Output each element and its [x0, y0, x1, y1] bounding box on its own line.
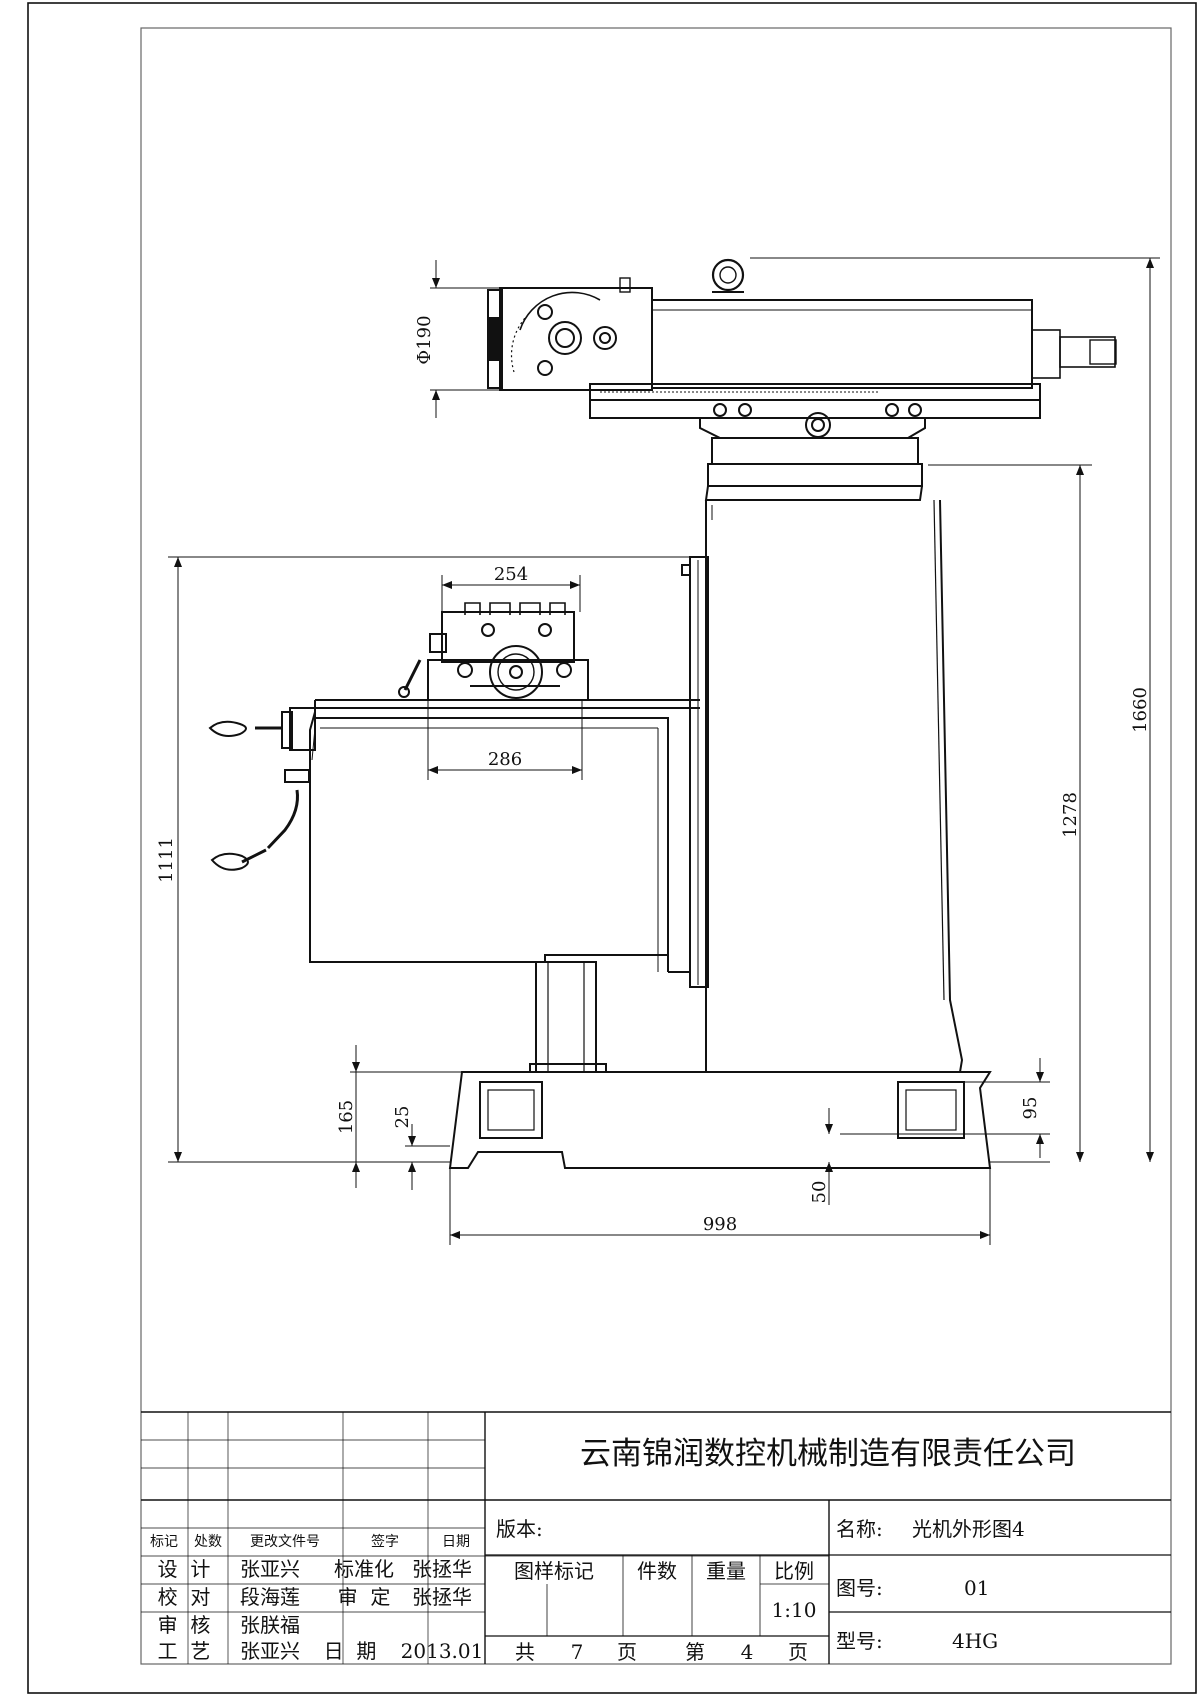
name-value: 光机外形图4	[912, 1517, 1025, 1541]
weight-label: 重量	[706, 1559, 746, 1583]
dim-diameter-190: Φ190	[414, 315, 435, 364]
rev-header-date: 日期	[442, 1534, 470, 1550]
review-label: 审 核	[158, 1613, 211, 1637]
total-label: 共	[515, 1640, 535, 1664]
inner-frame	[140, 27, 1172, 1665]
check-label: 校 对	[158, 1585, 211, 1609]
rev-header-doc-no: 更改文件号	[250, 1534, 320, 1550]
approve-name: 张拯华	[412, 1585, 472, 1609]
dim-50: 50	[809, 1181, 830, 1204]
rev-header-mark: 标记	[150, 1534, 178, 1550]
process-name: 张亚兴	[240, 1639, 300, 1663]
date-label: 日 期	[324, 1639, 377, 1663]
dim-1278: 1278	[1060, 792, 1081, 838]
dim-165: 165	[336, 1100, 357, 1134]
rev-header-count: 处数	[194, 1534, 222, 1550]
total-pages: 7	[571, 1640, 584, 1664]
sheet-unit: 页	[788, 1640, 808, 1664]
sheet-label: 第	[685, 1640, 705, 1664]
sheet-number: 4	[741, 1640, 754, 1664]
process-label: 工 艺	[158, 1639, 211, 1663]
version-label: 版本:	[496, 1517, 543, 1541]
scale-value: 1:10	[772, 1598, 817, 1622]
design-name: 张亚兴	[240, 1557, 300, 1581]
approve-label: 审 定	[338, 1585, 391, 1609]
company-name: 云南锦润数控机械制造有限责任公司	[580, 1436, 1076, 1472]
dim-95: 95	[1020, 1097, 1041, 1120]
date-value: 2013.01	[401, 1639, 484, 1663]
dim-998: 998	[703, 1214, 737, 1235]
design-label: 设 计	[158, 1557, 211, 1581]
review-name: 张朕福	[240, 1613, 300, 1637]
sample-mark-label: 图样标记	[514, 1559, 594, 1583]
title-block-grid	[141, 1411, 1171, 1664]
model-value: 4HG	[952, 1629, 998, 1653]
name-label: 名称:	[836, 1517, 883, 1541]
drawing-no-value: 01	[964, 1576, 989, 1600]
drawing-no-label: 图号:	[836, 1576, 883, 1600]
standard-name: 张拯华	[412, 1557, 472, 1581]
outer-border	[27, 2, 1197, 1694]
milling-machine-outline	[208, 258, 1117, 1169]
dim-1111: 1111	[156, 837, 177, 883]
dim-25: 25	[392, 1106, 413, 1129]
dim-286: 286	[488, 749, 522, 770]
rev-header-sign: 签字	[371, 1533, 399, 1550]
check-name: 段海莲	[240, 1585, 300, 1609]
standard-label: 标准化	[334, 1557, 394, 1581]
scale-label: 比例	[774, 1559, 814, 1583]
model-label: 型号:	[836, 1629, 883, 1653]
dim-254: 254	[494, 564, 528, 585]
total-unit: 页	[617, 1640, 637, 1664]
dim-1660: 1660	[1130, 687, 1151, 733]
dimension-lines	[168, 257, 1160, 1245]
title-block: 云南锦润数控机械制造有限责任公司 标记 处数 更改文件号 签字 日期 设 计 张…	[141, 1411, 1171, 1664]
qty-label: 件数	[637, 1559, 677, 1583]
dimension-labels: Φ190 254 286 1111 165 25 998 95 50 1278 …	[156, 315, 1151, 1235]
